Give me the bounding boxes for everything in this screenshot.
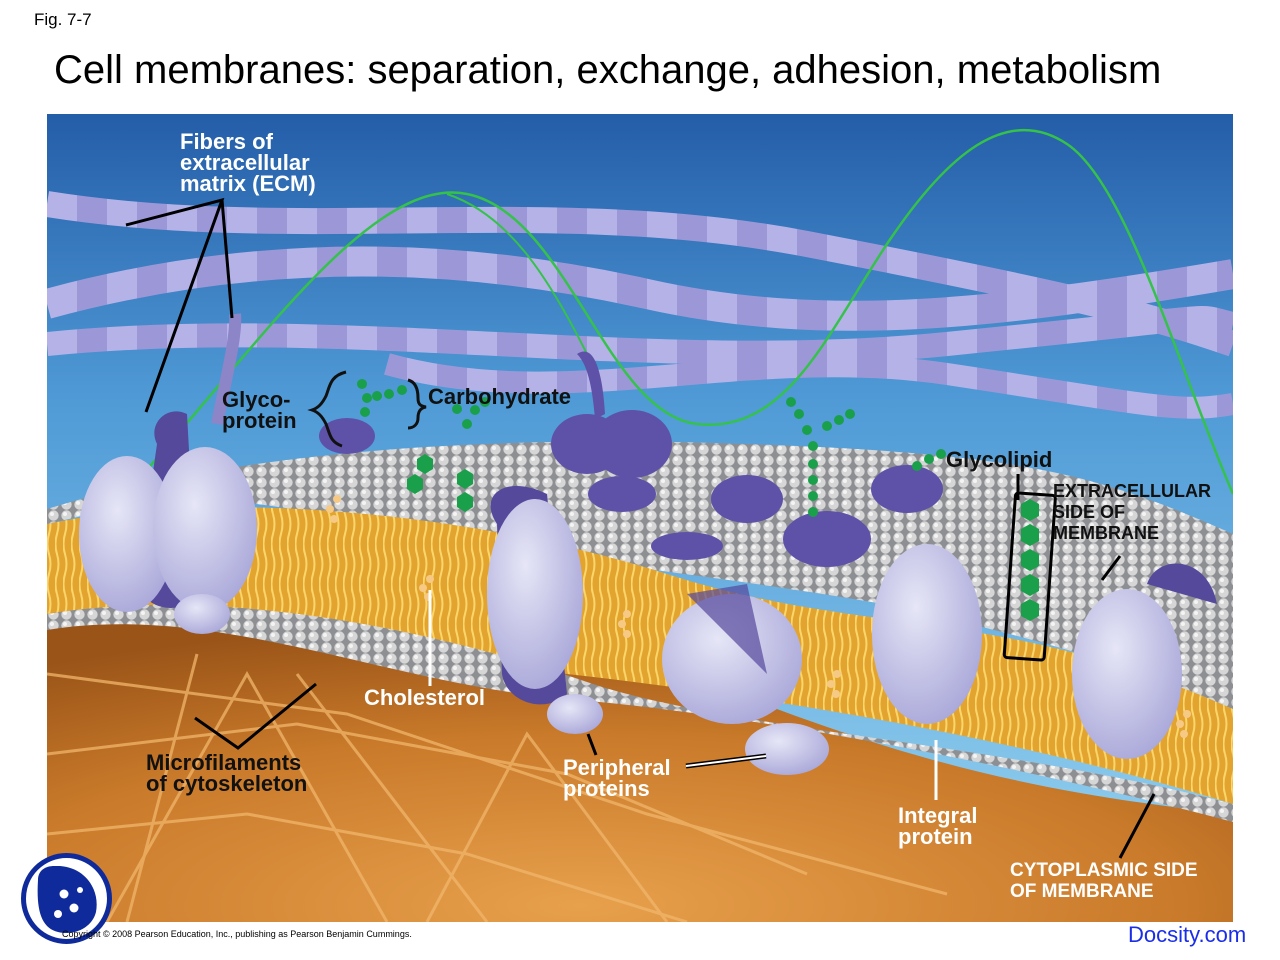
label-integral-protein: Integral protein [898, 803, 978, 849]
ecm-fiber [47, 246, 1233, 331]
integral-protein-left [79, 313, 257, 634]
cytoskeleton-network [47, 653, 948, 922]
integral-protein-center [487, 485, 603, 734]
ecm-fiber [47, 191, 1233, 357]
label-ecm-fibers: Fibers of extracellular matrix (ECM) [180, 129, 316, 196]
label-peripheral-proteins: Peripheral proteins [563, 755, 671, 801]
label-microfilaments: Microfilaments of cytoskeleton [146, 750, 308, 796]
page-title: Cell membranes: separation, exchange, ad… [54, 48, 1162, 92]
label-glycoprotein: Glyco- protein [222, 387, 297, 433]
surface-protein-domes [319, 351, 943, 567]
docsity-logo-icon [20, 852, 113, 945]
docsity-link[interactable]: Docsity.com [1128, 922, 1247, 947]
ecm-fiber [384, 353, 1233, 419]
label-carbohydrate: Carbohydrate [428, 384, 572, 409]
integral-protein-middle [662, 584, 829, 775]
integral-protein-right [872, 544, 1217, 759]
ecm-strand [106, 128, 1233, 515]
membrane-illustration [47, 114, 1233, 922]
label-glycolipid: Glycolipid [946, 447, 1053, 472]
ecm-strand [446, 193, 588, 355]
lipid-tails [47, 507, 1233, 804]
cholesterol-molecules [326, 495, 1191, 738]
label-extracellular-side: EXTRACELLULAR SIDE OF MEMBRANE [1053, 481, 1211, 543]
copyright-notice: Copyright © 2008 Pearson Education, Inc.… [62, 929, 412, 939]
cytoplasm [47, 587, 1233, 922]
label-cholesterol: Cholesterol [364, 685, 486, 710]
label-cytoplasmic-side: CYTOPLASMIC SIDE OF MEMBRANE [1010, 860, 1198, 902]
ecm-fiber [47, 306, 1233, 365]
carbohydrate-chains [357, 379, 1039, 621]
glycolipid-highlight-box [1002, 491, 1057, 662]
figure-number: Fig. 7-7 [34, 10, 92, 29]
